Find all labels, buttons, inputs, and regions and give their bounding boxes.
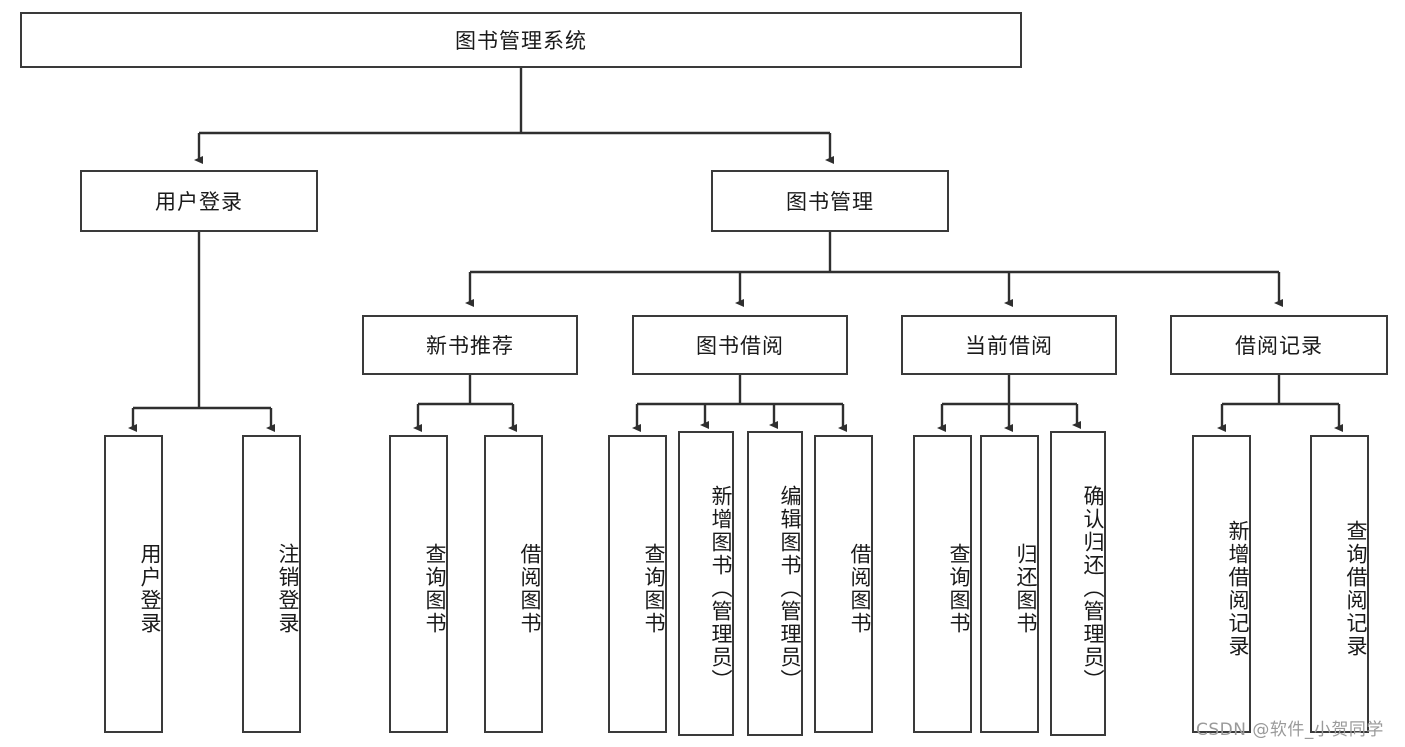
leaf-label: 编辑图书（管理员） [778, 485, 802, 692]
leaf-label: 归还图书 [1014, 543, 1038, 635]
leaf-label: 新增借阅记录 [1226, 520, 1250, 658]
leaf-borrow-record-query-record[interactable]: 查询借阅记录 [1310, 435, 1369, 733]
leaf-label: 确认归还（管理员） [1081, 485, 1105, 692]
leaf-label: 新增图书（管理员） [709, 485, 733, 692]
node-user-login[interactable]: 用户登录 [80, 170, 318, 232]
leaf-user-login-logout[interactable]: 注销登录 [242, 435, 301, 733]
leaf-book-borrow-query-book[interactable]: 查询图书 [608, 435, 667, 733]
leaf-current-borrow-return-book[interactable]: 归还图书 [980, 435, 1039, 733]
node-current-borrow[interactable]: 当前借阅 [901, 315, 1117, 375]
leaf-label: 查询图书 [947, 543, 971, 635]
leaf-user-login-login[interactable]: 用户登录 [104, 435, 163, 733]
leaf-book-borrow-add-book-admin[interactable]: 新增图书（管理员） [678, 431, 734, 736]
node-root-book-management-system[interactable]: 图书管理系统 [20, 12, 1022, 68]
leaf-label: 查询图书 [642, 543, 666, 635]
node-borrow-record[interactable]: 借阅记录 [1170, 315, 1388, 375]
leaf-book-borrow-borrow-book[interactable]: 借阅图书 [814, 435, 873, 733]
leaf-new-book-borrow-book[interactable]: 借阅图书 [484, 435, 543, 733]
leaf-label: 查询借阅记录 [1344, 520, 1368, 658]
leaf-label: 用户登录 [138, 543, 162, 635]
leaf-label: 借阅图书 [848, 543, 872, 635]
watermark-csdn: CSDN @软件_小贺同学 [1196, 720, 1384, 740]
leaf-borrow-record-add-record[interactable]: 新增借阅记录 [1192, 435, 1251, 733]
node-new-book-recommend[interactable]: 新书推荐 [362, 315, 578, 375]
leaf-label: 注销登录 [276, 543, 300, 635]
leaf-new-book-query-book[interactable]: 查询图书 [389, 435, 448, 733]
leaf-label: 借阅图书 [518, 543, 542, 635]
leaf-label: 查询图书 [423, 543, 447, 635]
leaf-current-borrow-confirm-return-admin[interactable]: 确认归还（管理员） [1050, 431, 1106, 736]
node-book-management[interactable]: 图书管理 [711, 170, 949, 232]
node-book-borrow[interactable]: 图书借阅 [632, 315, 848, 375]
leaf-current-borrow-query-book[interactable]: 查询图书 [913, 435, 972, 733]
leaf-book-borrow-edit-book-admin[interactable]: 编辑图书（管理员） [747, 431, 803, 736]
